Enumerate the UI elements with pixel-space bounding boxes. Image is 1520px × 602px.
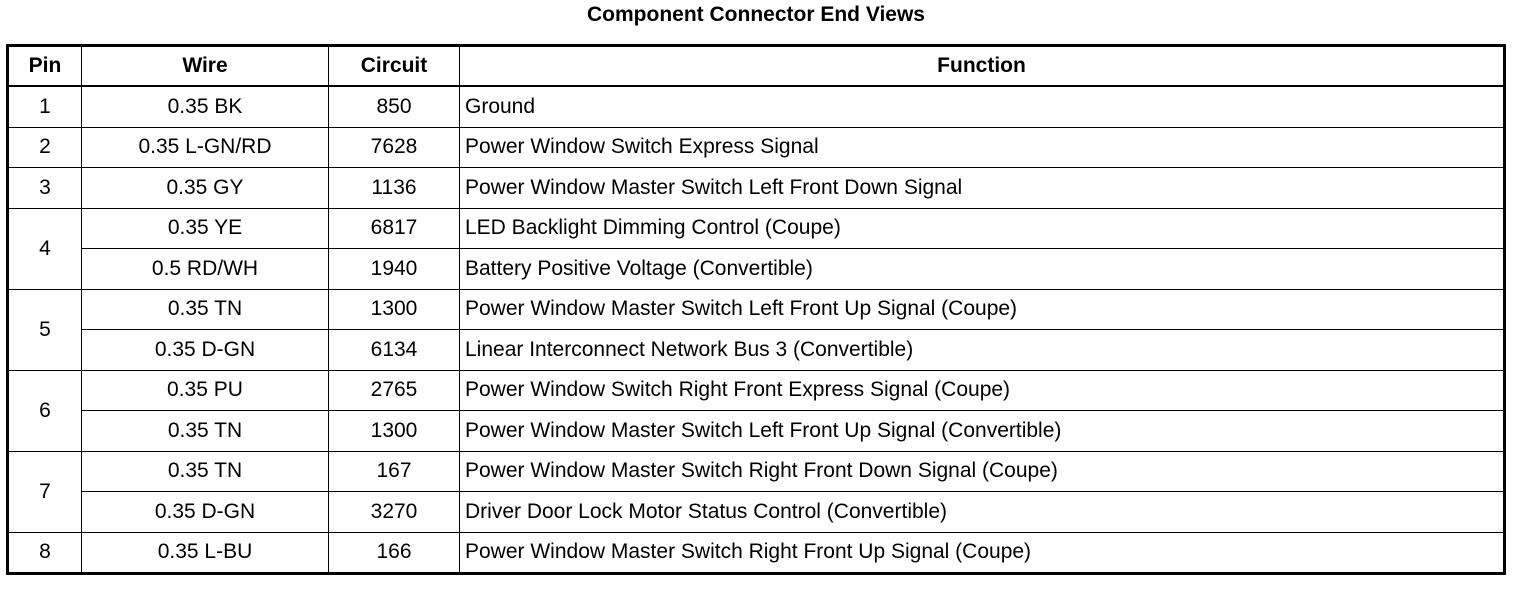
page-title: Component Connector End Views (587, 3, 925, 26)
circuit-cell: 1136 (328, 167, 460, 209)
circuit-cell: 2765 (328, 369, 460, 411)
pin-cell: 6 (7, 369, 82, 452)
circuit-cell: 3270 (328, 491, 460, 533)
pin-cell: 2 (7, 126, 82, 168)
wire-cell: 0.35 L-GN/RD (81, 126, 329, 168)
wire-cell: 0.35 BK (81, 85, 329, 128)
header-row: Pin Wire Circuit Function (7, 45, 1505, 87)
wire-cell: 0.35 D-GN (81, 329, 329, 371)
circuit-cell: 166 (328, 531, 460, 574)
circuit-cell: 850 (328, 85, 460, 128)
circuit-cell: 167 (328, 450, 460, 492)
circuit-cell: 6817 (328, 207, 460, 249)
wire-cell: 0.5 RD/WH (81, 248, 329, 290)
header-pin: Pin (7, 45, 82, 87)
wire-cell: 0.35 D-GN (81, 491, 329, 533)
function-cell: Power Window Master Switch Left Front Up… (459, 288, 1505, 330)
function-cell: Linear Interconnect Network Bus 3 (Conve… (459, 329, 1505, 371)
function-cell: LED Backlight Dimming Control (Coupe) (459, 207, 1505, 249)
function-cell: Power Window Master Switch Right Front D… (459, 450, 1505, 492)
function-cell: Power Window Master Switch Right Front U… (459, 531, 1505, 574)
function-cell: Power Window Switch Express Signal (459, 126, 1505, 168)
pin-cell: 5 (7, 288, 82, 371)
circuit-cell: 1300 (328, 410, 460, 452)
circuit-cell: 1300 (328, 288, 460, 330)
header-circuit: Circuit (328, 45, 460, 87)
wire-cell: 0.35 L-BU (81, 531, 329, 574)
pin-cell: 4 (7, 207, 82, 290)
wire-cell: 0.35 PU (81, 369, 329, 411)
function-cell: Power Window Master Switch Left Front Up… (459, 410, 1505, 452)
wire-cell: 0.35 YE (81, 207, 329, 249)
header-function: Function (459, 45, 1505, 87)
wire-cell: 0.35 TN (81, 288, 329, 330)
pin-cell: 1 (7, 85, 82, 128)
wire-cell: 0.35 TN (81, 450, 329, 492)
wire-cell: 0.35 TN (81, 410, 329, 452)
pin-cell: 8 (7, 531, 82, 574)
circuit-cell: 1940 (328, 248, 460, 290)
function-cell: Driver Door Lock Motor Status Control (C… (459, 491, 1505, 533)
pin-cell: 7 (7, 450, 82, 533)
function-cell: Ground (459, 85, 1505, 128)
function-cell: Battery Positive Voltage (Convertible) (459, 248, 1505, 290)
header-wire: Wire (81, 45, 329, 87)
circuit-cell: 7628 (328, 126, 460, 168)
pin-cell: 3 (7, 167, 82, 209)
circuit-cell: 6134 (328, 329, 460, 371)
function-cell: Power Window Switch Right Front Express … (459, 369, 1505, 411)
wire-cell: 0.35 GY (81, 167, 329, 209)
function-cell: Power Window Master Switch Left Front Do… (459, 167, 1505, 209)
